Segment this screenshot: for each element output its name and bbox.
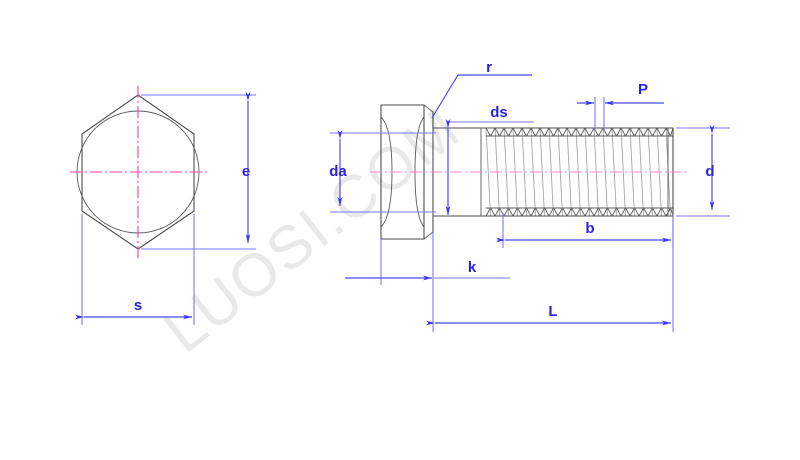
dimension-s-label: s xyxy=(134,297,142,314)
dimension-P-label: P xyxy=(638,81,648,98)
head-top-bevel xyxy=(423,104,434,113)
dimension-k: k xyxy=(345,232,510,332)
dimension-e-label: e xyxy=(242,163,250,180)
dimension-b-label: b xyxy=(585,220,594,237)
dimension-k-label: k xyxy=(468,259,477,276)
bolt-side-view: r da ds P xyxy=(329,59,730,332)
dimension-ds-label: ds xyxy=(490,104,508,121)
dimension-e: e xyxy=(141,92,256,250)
head-end-view: e s xyxy=(70,86,256,325)
dimension-L-label: L xyxy=(548,303,557,320)
dimension-da-label: da xyxy=(329,163,347,180)
dimension-ds: ds xyxy=(445,104,534,215)
dimension-d: d xyxy=(676,125,730,217)
shank-outline xyxy=(432,127,487,217)
dimension-L: L xyxy=(426,216,674,332)
dimension-d-label: d xyxy=(705,163,714,180)
dimension-P: P xyxy=(577,81,664,131)
dimension-s: s xyxy=(75,214,195,325)
dimension-r-leader xyxy=(431,74,532,119)
head-bottom-bevel xyxy=(423,231,434,240)
dimension-da: da xyxy=(329,130,436,213)
dimension-r-label: r xyxy=(486,59,492,76)
dimension-r: r xyxy=(431,59,532,119)
